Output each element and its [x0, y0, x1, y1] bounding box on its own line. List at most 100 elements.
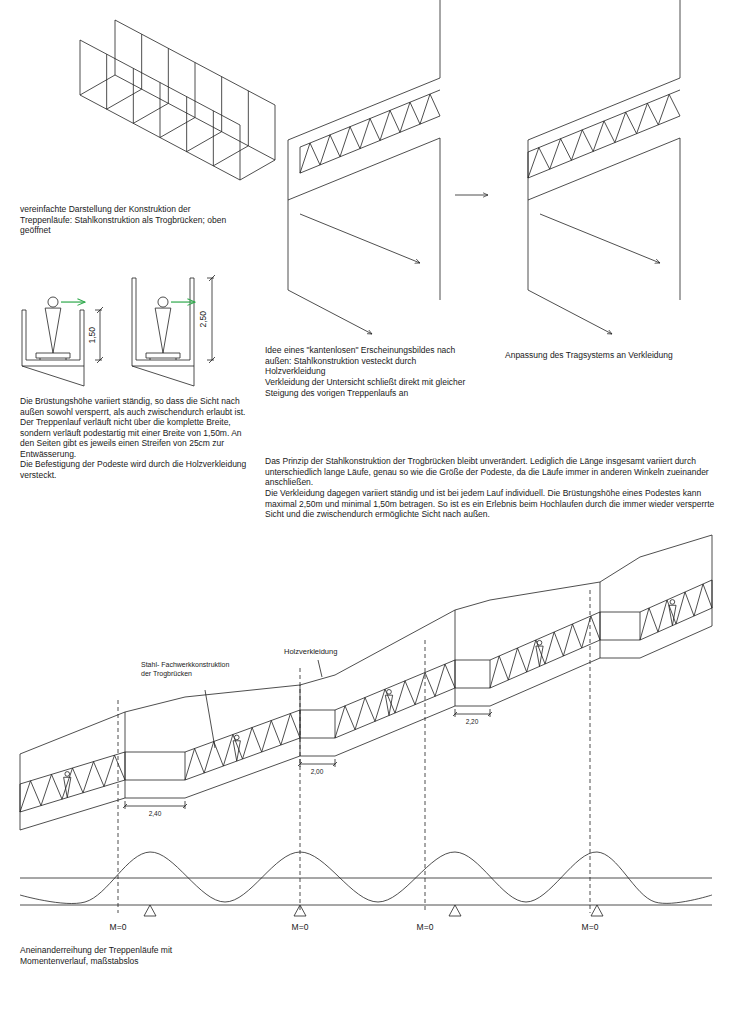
person-body — [45, 308, 61, 353]
landing-support — [150, 358, 151, 360]
support-symbol — [449, 905, 461, 916]
cladding-edge — [440, 138, 441, 300]
trough-post — [186, 97, 187, 152]
note-text: Verkleidung der Untersicht schließt dire… — [265, 377, 477, 398]
dimension-label: 2,50 — [198, 310, 209, 329]
section-wall — [132, 278, 133, 366]
section-wall — [190, 278, 194, 279]
trough-post — [160, 83, 161, 138]
person-body — [233, 741, 240, 761]
caption-text: vereinfachte Darstellung der Konstruktio… — [20, 204, 235, 236]
trough-post — [240, 125, 241, 180]
moment-label: M=0 — [581, 922, 600, 933]
dimension-label: 2,00 — [310, 768, 325, 776]
trough-crossbar — [107, 89, 142, 109]
cladding-underside — [132, 366, 194, 386]
moment-zero-axis — [425, 640, 426, 913]
trough-crossbar — [133, 103, 168, 123]
note-text: Der Treppenlauf verläuft nicht über die … — [20, 417, 256, 459]
wall-edge — [440, 0, 441, 78]
section-floor — [22, 366, 84, 367]
truss-post — [20, 784, 21, 812]
truss-post — [455, 660, 456, 688]
section-floor — [132, 366, 194, 367]
wood-cladding — [20, 535, 712, 754]
section-wall — [132, 278, 136, 279]
moment-label: M=0 — [109, 922, 128, 933]
trough-crossbar — [160, 118, 195, 138]
truss-post — [185, 752, 186, 780]
dimension-line — [125, 806, 185, 807]
person-head — [537, 640, 542, 645]
section-wall — [194, 278, 195, 366]
cladding-joint — [455, 610, 456, 706]
person-head — [158, 297, 168, 307]
dimension-line — [100, 310, 101, 360]
truss-post — [125, 752, 126, 780]
dimension-tick — [125, 801, 126, 809]
cladding-edge — [680, 138, 681, 300]
leader-line — [205, 690, 215, 748]
dimension-tick — [183, 804, 187, 808]
trough-post — [141, 34, 142, 89]
dimension-extension — [207, 360, 214, 361]
person-head — [48, 297, 58, 307]
moment-label: M=0 — [291, 922, 310, 933]
truss-post — [600, 612, 601, 640]
dimension-tick — [455, 709, 456, 717]
beam-line — [20, 905, 712, 906]
dimension-extension — [207, 278, 214, 279]
dimension-label: 1,50 — [87, 326, 98, 345]
dimension-tick — [333, 762, 337, 766]
truss-chord — [300, 116, 440, 173]
dimension-tick — [488, 712, 492, 716]
person-body — [155, 308, 171, 353]
truss-post — [335, 710, 336, 738]
moment-baseline — [20, 878, 712, 879]
trough-post — [248, 91, 249, 146]
landing-support — [40, 358, 41, 360]
part-label: Holzverkleidung — [283, 647, 338, 656]
person-body — [64, 777, 71, 797]
person-head — [387, 690, 392, 695]
leader-line — [318, 660, 322, 677]
section-floor — [136, 360, 190, 361]
note-text: Die Verkleidung dagegen variiert ständig… — [265, 488, 723, 520]
trough-post — [195, 63, 196, 118]
truss-post — [528, 152, 529, 178]
section-wall — [136, 278, 137, 360]
cladding-joint — [600, 582, 601, 658]
truss-post — [640, 612, 641, 640]
part-label: Stahl- Fachwerkkonstruktion der Trogbrüc… — [140, 660, 242, 678]
caption-text: Aneinanderreihung der Treppenläufe mit M… — [20, 945, 235, 966]
section-wall — [22, 310, 26, 311]
trough-post — [106, 54, 107, 109]
section-wall — [80, 310, 84, 311]
section-wall — [190, 278, 191, 360]
trough-post — [133, 68, 134, 123]
cladding-edge — [288, 140, 289, 290]
person-head — [234, 735, 239, 740]
note-text: Anpassung des Tragsystems an Verkleidung — [505, 350, 720, 361]
cladding-underside — [22, 366, 84, 386]
dimension-tick — [185, 801, 186, 809]
person-body — [536, 646, 543, 666]
trough-post — [221, 77, 222, 132]
section-wall — [84, 310, 85, 366]
transition-arrow — [455, 195, 488, 196]
trough-crossbar — [213, 146, 248, 166]
landing-support — [176, 358, 177, 360]
dimension-tick — [123, 804, 127, 808]
note-text: Die Befestigung der Podeste wird durch d… — [20, 459, 256, 480]
moment-zero-axis — [590, 590, 591, 913]
section-wall — [80, 310, 81, 360]
trough-post — [213, 111, 214, 166]
landing-support — [66, 358, 67, 360]
truss-diagonals — [490, 616, 600, 688]
cladding-edge — [528, 290, 612, 334]
section-wall — [22, 310, 23, 366]
trough-post — [168, 48, 169, 103]
dimension-tick — [335, 759, 336, 767]
cladding-end — [20, 754, 21, 830]
person-body — [385, 695, 392, 715]
